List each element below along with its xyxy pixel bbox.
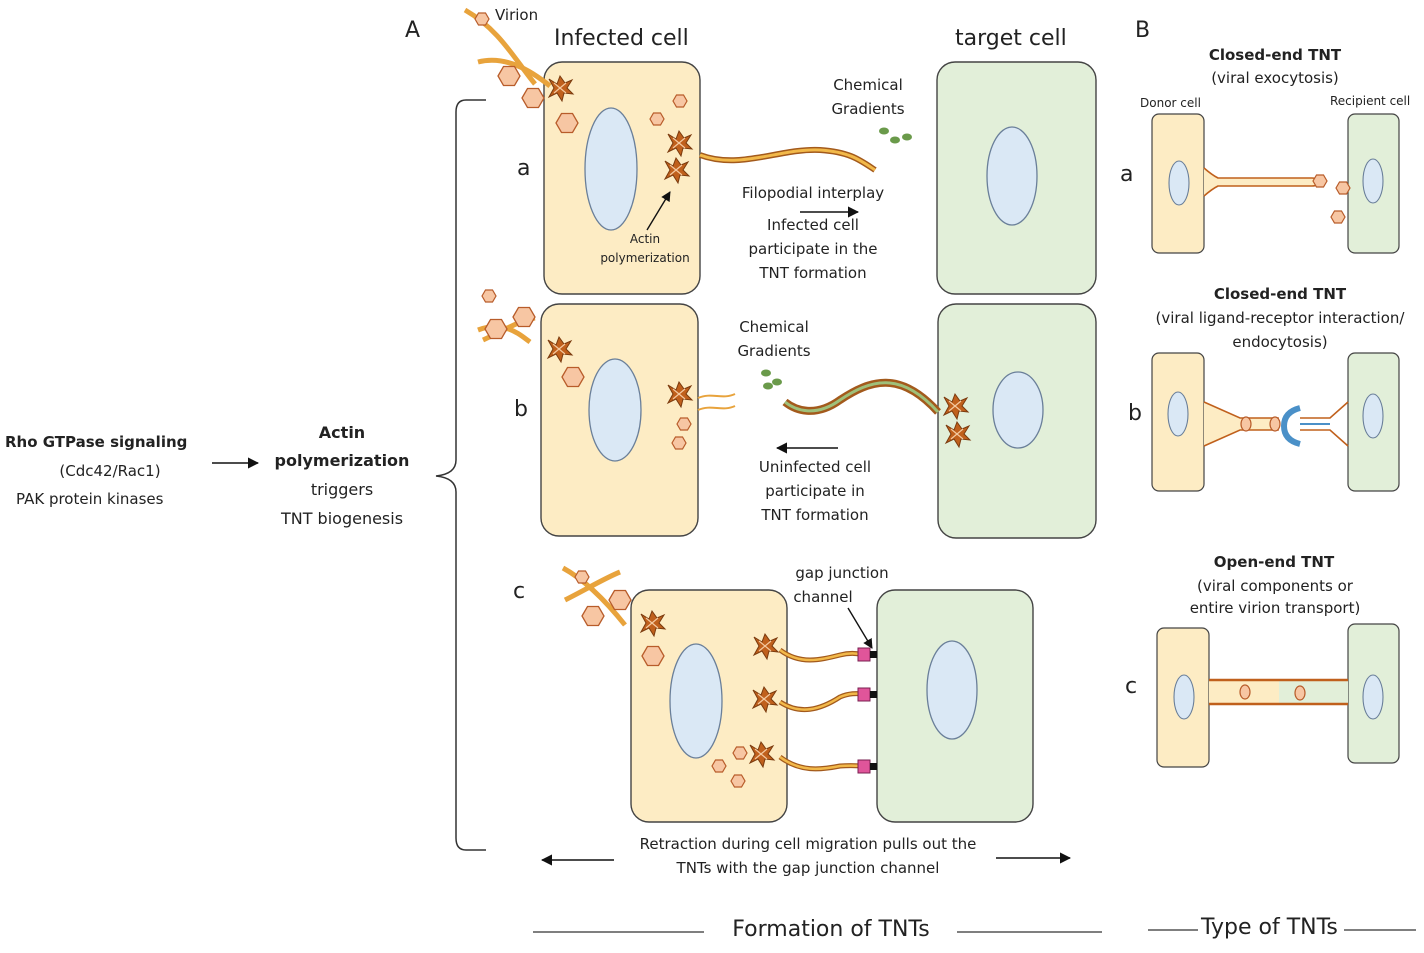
panel-label-b: B	[1135, 18, 1151, 43]
row-a-chemical: Chemical	[833, 76, 903, 94]
row-c-retraction-1: Retraction during cell migration pulls o…	[639, 835, 977, 853]
type-c-sub-1: (viral components or	[1197, 577, 1353, 595]
type-a-donor: Donor cell	[1140, 96, 1201, 110]
row-a-cells	[463, 7, 1097, 295]
row-a-gradients: Gradients	[831, 100, 905, 118]
actin-title-1: Actin	[318, 423, 366, 442]
type-a-sub: (viral exocytosis)	[1211, 69, 1339, 87]
row-a-filopodial: Filopodial interplay	[741, 184, 885, 202]
row-a-letter: a	[517, 156, 531, 181]
row-b-desc-2: participate in	[765, 482, 865, 500]
row-a-desc-2: participate in the	[748, 240, 878, 258]
actin-tnt-biogenesis: TNT biogenesis	[280, 509, 404, 528]
footer-type: Type of TNTs	[1201, 915, 1338, 940]
type-c-diagram	[1156, 623, 1400, 768]
row-b-desc-3: TNT formation	[761, 506, 869, 524]
type-b-letter: b	[1128, 401, 1142, 426]
actin-title-2: polymerization	[274, 451, 410, 470]
row-c-letter: c	[513, 579, 526, 604]
row-a-desc-3: TNT formation	[759, 264, 867, 282]
row-b-desc-1: Uninfected cell	[758, 458, 872, 476]
pathway-pak: PAK protein kinases	[16, 490, 164, 508]
pathway-cdc42: (Cdc42/Rac1)	[59, 462, 161, 480]
infected-cell-title: Infected cell	[554, 26, 689, 51]
panel-label-a: A	[405, 18, 421, 43]
type-a-letter: a	[1120, 162, 1134, 187]
row-b-letter: b	[514, 397, 528, 422]
row-b-chemical: Chemical	[739, 318, 809, 336]
footer-formation: Formation of TNTs	[732, 917, 930, 942]
type-b-sub-1: (viral ligand-receptor interaction/	[1155, 309, 1405, 327]
target-cell-title: target cell	[955, 26, 1067, 51]
row-a-actin: Actin	[629, 232, 661, 246]
actin-triggers: triggers	[310, 480, 374, 499]
type-b-title: Closed-end TNT	[1213, 285, 1347, 303]
type-c-sub-2: entire virion transport)	[1189, 599, 1361, 617]
type-b-diagram	[1151, 352, 1400, 492]
type-a-recipient: Recipient cell	[1330, 94, 1411, 108]
row-c-gap-junction: gap junction	[795, 564, 889, 582]
type-c-title: Open-end TNT	[1213, 553, 1335, 571]
row-b-cells	[477, 289, 1097, 539]
row-c-channel: channel	[793, 588, 853, 606]
row-a-polymerization: polymerization	[600, 251, 690, 265]
row-a-desc-1: Infected cell	[767, 216, 859, 234]
virion-label: Virion	[495, 6, 539, 24]
row-b-gradients: Gradients	[737, 342, 811, 360]
type-a-title: Closed-end TNT	[1208, 46, 1342, 64]
type-b-sub-2: endocytosis)	[1232, 333, 1328, 351]
type-a-diagram	[1151, 113, 1400, 254]
row-c-cells	[540, 565, 1072, 866]
row-c-retraction-2: TNTs with the gap junction channel	[676, 859, 940, 877]
pathway-title: Rho GTPase signaling	[5, 433, 188, 451]
type-c-letter: c	[1125, 674, 1138, 699]
